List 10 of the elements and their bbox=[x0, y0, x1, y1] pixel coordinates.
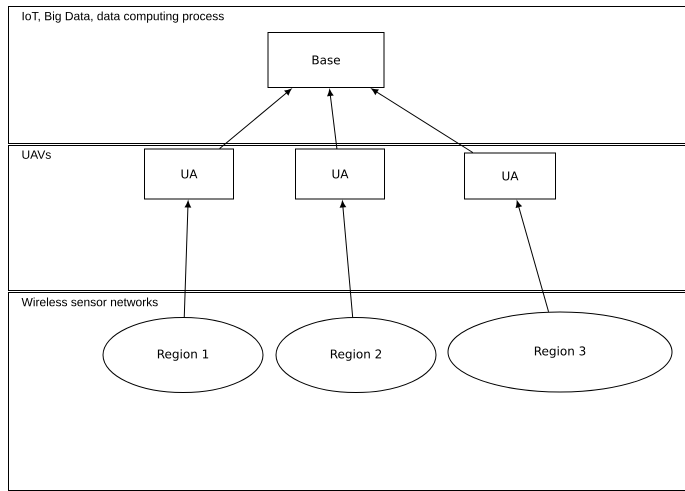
process-box: UA bbox=[464, 152, 556, 200]
arrow bbox=[516, 200, 550, 312]
arrow bbox=[219, 88, 292, 149]
process-box: UA bbox=[144, 148, 234, 200]
process-box: Base bbox=[268, 32, 384, 88]
arrow bbox=[184, 200, 191, 318]
arrow bbox=[340, 200, 354, 318]
arrow bbox=[371, 88, 474, 153]
process-box: UA bbox=[295, 148, 385, 200]
arrow bbox=[327, 89, 338, 149]
